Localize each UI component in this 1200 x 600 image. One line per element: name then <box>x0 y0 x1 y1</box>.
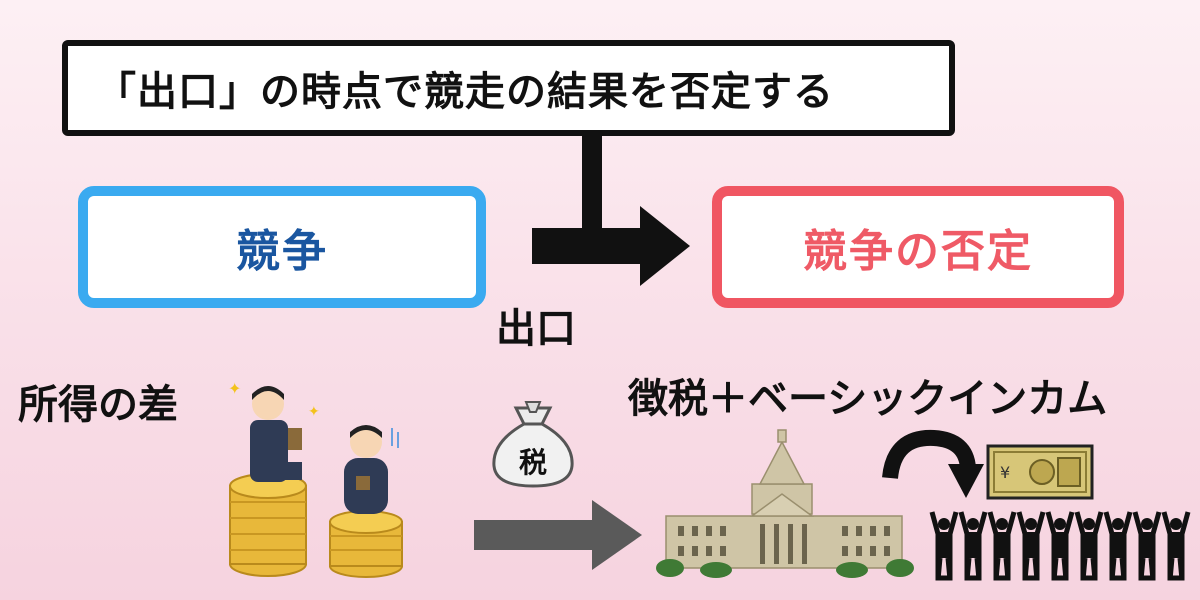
person-figure <box>929 511 959 581</box>
person-figure <box>1132 511 1162 581</box>
policy-label: 徴税＋ベーシックインカム <box>628 376 1108 422</box>
gray-arrow-icon <box>474 500 642 570</box>
curved-arrow-icon <box>882 429 984 498</box>
rich-man-on-coins-icon: ✦ ✦ <box>228 379 320 577</box>
exit-label: 出口 <box>496 306 576 352</box>
tax-money-bag-icon: 税 <box>492 401 574 488</box>
person-figure <box>1103 511 1133 581</box>
headline-box: 「出口」の時点で競走の結果を否定する <box>62 40 955 136</box>
person-figure <box>1045 511 1075 581</box>
person-figure <box>958 511 988 581</box>
person-figure <box>1016 511 1046 581</box>
income-gap-label: 所得の差 <box>18 382 178 428</box>
person-figure <box>987 511 1017 581</box>
national-diet-building-icon <box>656 429 914 578</box>
poor-man-on-coins-icon <box>329 425 403 578</box>
person-figure <box>1161 511 1191 581</box>
banknote-icon: ¥ <box>986 444 1094 500</box>
svg-text:✦: ✦ <box>228 379 241 398</box>
competition-denial-box: 競争の否定 <box>712 186 1124 308</box>
competition-label: 競争 <box>236 226 328 277</box>
people-crowd-icon <box>929 511 1191 581</box>
person-figure <box>1074 511 1104 581</box>
svg-text:✦: ✦ <box>308 404 320 420</box>
yen-symbol: ¥ <box>1000 463 1010 482</box>
competition-box: 競争 <box>78 186 486 308</box>
headline-text: 「出口」の時点で競走の結果を否定する <box>96 69 834 115</box>
competition-denial-label: 競争の否定 <box>803 226 1033 277</box>
tax-bag-label: 税 <box>519 446 547 479</box>
